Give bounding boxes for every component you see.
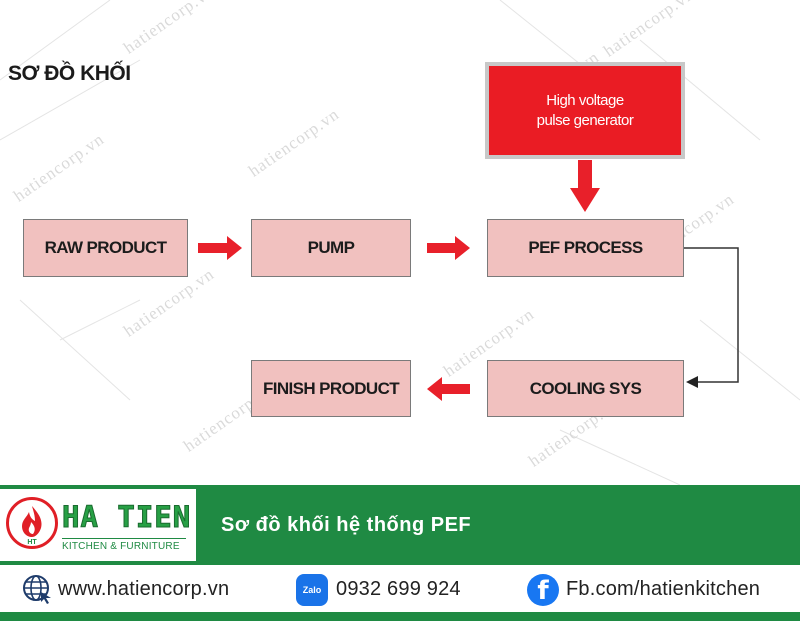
connectors	[198, 160, 739, 401]
facebook-icon: f	[527, 574, 559, 606]
website-link[interactable]: www.hatiencorp.vn	[58, 578, 230, 600]
line-pef-to-cooling	[684, 247, 739, 383]
node-finish-product: FINISH PRODUCT	[251, 360, 411, 417]
logo-badge: HT	[27, 539, 37, 546]
diagram-title: SƠ ĐỒ KHỐI	[8, 62, 131, 85]
arrow-pump-to-pef	[427, 236, 470, 260]
node-raw-product: RAW PRODUCT	[23, 219, 188, 277]
arrowhead-pef-to-cooling	[686, 376, 698, 388]
flame-logo-icon: HT	[6, 497, 58, 549]
caption-text: Sơ đồ khối hệ thống PEF	[221, 514, 472, 536]
facebook-link[interactable]: Fb.com/hatienkitchen	[566, 578, 761, 600]
arrow-cooling-to-finish	[427, 377, 470, 401]
node-pulse-generator: High voltage pulse generator	[485, 62, 685, 159]
generator-label-line2: pulse generator	[536, 111, 634, 129]
generator-label-line1: High voltage	[546, 91, 624, 109]
watermark-lines	[0, 0, 800, 485]
logo-subtitle: KITCHEN & FURNITURE	[62, 538, 186, 552]
zalo-icon: Zalo	[296, 574, 328, 606]
footer-divider	[0, 612, 800, 621]
phone-link[interactable]: 0932 699 924	[336, 578, 461, 600]
node-pef-process: PEF PROCESS	[487, 219, 684, 277]
logo-name: HA TIEN	[61, 500, 192, 535]
arrow-raw-to-pump	[198, 236, 242, 260]
globe-icon	[23, 575, 51, 604]
diagram-area: hatiencorp.vn hatiencorp.vn hatiencorp.v…	[0, 0, 800, 485]
node-cooling-sys: COOLING SYS	[487, 360, 684, 417]
node-pump: PUMP	[251, 219, 411, 277]
arrow-generator-to-pef	[570, 160, 600, 212]
footer	[0, 565, 800, 621]
